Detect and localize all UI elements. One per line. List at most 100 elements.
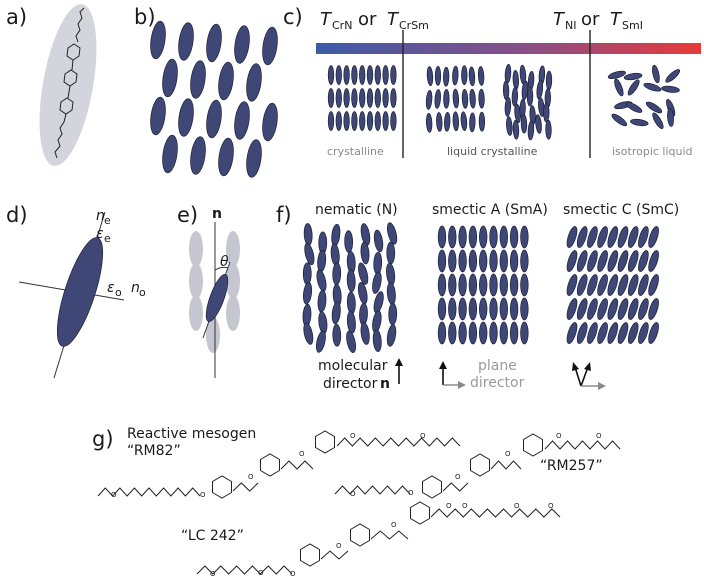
smectic-c-molecule <box>617 226 629 248</box>
crystalline-molecule <box>327 88 335 108</box>
benzene-ring <box>212 475 232 499</box>
nematic-molecule <box>359 302 368 326</box>
t-ni-symbol: T <box>553 9 566 30</box>
smectic-c-molecule <box>597 298 608 320</box>
nematic-molecule <box>386 282 396 305</box>
mesogen-ellipse <box>150 96 166 136</box>
smectic-c-molecule <box>587 298 598 320</box>
oxygen-atom: O <box>258 569 264 577</box>
title-smectic-a: smectic A (SmA) <box>432 202 548 218</box>
smectic-c-molecule <box>566 274 578 296</box>
smectic-a-molecule <box>437 225 447 249</box>
smc-arrowhead-1 <box>572 362 579 371</box>
oxygen-atom: O <box>596 432 602 440</box>
smc-plane-arrowhead <box>598 382 606 390</box>
panel-d: n e ε e ε o n o <box>18 208 146 379</box>
label-plane: plane <box>478 358 517 374</box>
benzene-ring <box>300 543 320 567</box>
nematic-molecule <box>386 241 396 265</box>
mesogen-ellipse <box>246 139 262 178</box>
smectic-c-molecule <box>597 322 608 344</box>
smectic-a-molecule <box>448 273 457 297</box>
nematic-molecule <box>386 222 398 245</box>
panel-g: Reactive mesogen “RM82” “RM257” “LC 242”… <box>97 426 621 578</box>
smectic-c-molecule <box>607 322 619 344</box>
nematic-molecule <box>545 70 553 91</box>
label-eps-o-sub: o <box>115 286 122 299</box>
smc-director-arrow-2 <box>580 366 589 387</box>
nematic-molecule <box>330 243 340 267</box>
t-ni-sub: NI <box>565 19 576 32</box>
smectic-molecule <box>444 111 451 132</box>
nematic-molecule <box>372 271 382 294</box>
label-reactive-mesogen: Reactive mesogen <box>127 426 256 442</box>
mesogen-ellipse <box>190 136 206 175</box>
alkyl-chain <box>280 460 314 470</box>
oxygen-atom: O <box>446 502 452 510</box>
smectic-c-molecule <box>627 274 639 296</box>
nematic-molecule <box>373 229 384 253</box>
smc-director-arrow-1 <box>574 366 582 387</box>
oxygen-atom: O <box>336 542 342 550</box>
smectic-molecule <box>434 89 441 109</box>
smectic-c-molecule <box>638 226 649 248</box>
tilt-angle-arc <box>214 266 229 271</box>
smectic-molecule <box>477 66 485 86</box>
crystalline-molecule <box>366 88 374 108</box>
label-liquid-crystalline: liquid crystalline <box>447 145 538 158</box>
nematic-molecule <box>512 69 519 90</box>
mesogen-ellipse <box>262 102 278 142</box>
smectic-a-molecule <box>479 321 488 345</box>
label-crystalline: crystalline <box>327 145 384 158</box>
benzene-ring <box>350 523 370 547</box>
ghost-molecule <box>189 295 203 331</box>
crystalline-molecule <box>351 65 358 85</box>
oxygen-atom: O <box>420 432 426 440</box>
panel-f-molecules <box>302 222 659 353</box>
panel-label-d: d) <box>6 203 28 227</box>
nematic-molecule <box>520 113 528 134</box>
benzene-ring <box>315 430 335 454</box>
smectic-a-molecule <box>468 225 478 249</box>
smectic-c-molecule <box>627 298 639 320</box>
title-smectic-c: smectic C (SmC) <box>563 202 679 218</box>
smectic-molecule <box>468 66 476 87</box>
smectic-molecule <box>436 112 443 132</box>
smectic-c-molecule <box>576 298 588 320</box>
smectic-c-molecule <box>607 250 619 272</box>
crystalline-molecule <box>359 65 366 85</box>
panel-f: nematic (N) smectic A (SmA) smectic C (S… <box>302 202 679 392</box>
nematic-molecule <box>331 301 341 325</box>
smectic-a-molecule <box>489 273 498 297</box>
isotropic-molecule <box>614 78 624 97</box>
oxygen-atom: O <box>548 502 554 510</box>
smectic-c-molecule <box>597 274 608 296</box>
smectic-a-molecule <box>489 225 498 249</box>
alkyl-chain <box>370 530 409 540</box>
alkyl-chain <box>334 485 411 495</box>
label-n-e-sub: e <box>104 214 111 227</box>
t-crsm-symbol: T <box>387 9 400 30</box>
alkyl-chain <box>232 482 259 492</box>
nematic-molecule <box>316 269 327 292</box>
nematic-molecule <box>504 97 512 117</box>
panel-label-c: c) <box>283 5 303 29</box>
nematic-molecule <box>357 281 368 305</box>
acrylate-tail-bottom <box>54 113 67 159</box>
smectic-molecule <box>461 89 469 109</box>
isotropic-molecule <box>661 85 680 93</box>
smectic-molecule <box>452 65 459 86</box>
or-right: or <box>581 9 600 30</box>
bond <box>67 85 71 99</box>
smectic-a-molecule <box>509 225 519 249</box>
mesogen-ellipse <box>162 58 178 98</box>
mesogen-ellipse <box>178 98 194 137</box>
director-arrow-head <box>395 358 403 366</box>
nematic-molecule <box>386 262 396 286</box>
smectic-a-molecule <box>520 273 529 297</box>
crystalline-molecule <box>390 65 397 85</box>
smectic-c-molecule <box>566 250 578 272</box>
smectic-c-molecule <box>617 322 629 344</box>
tilted-molecule <box>205 274 229 322</box>
smectic-a-molecule <box>509 273 519 297</box>
